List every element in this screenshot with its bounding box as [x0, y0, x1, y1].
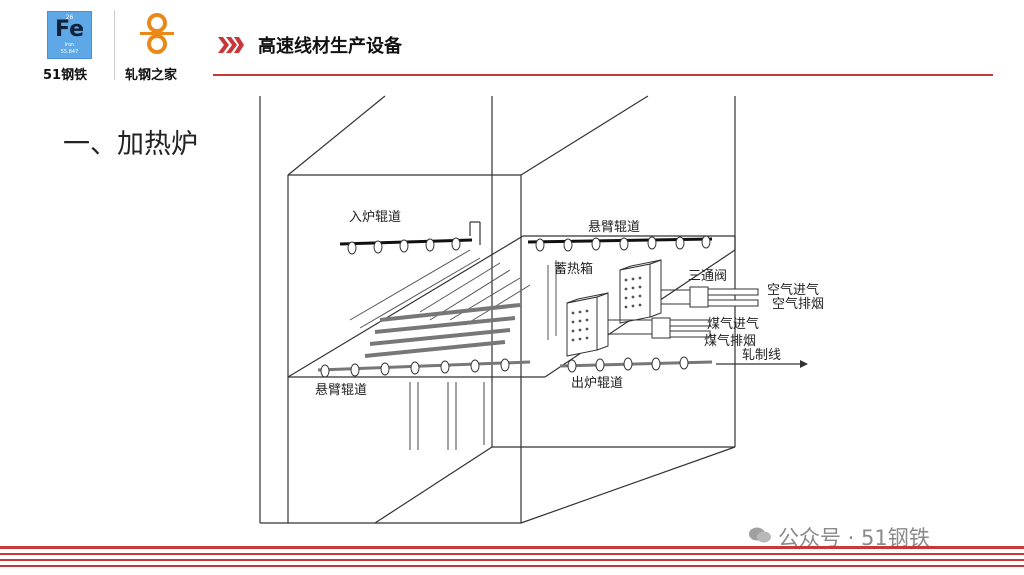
label-air-exhaust: 空气排烟: [772, 296, 824, 312]
label-air-in: 空气进气: [767, 282, 819, 298]
label-entry-roller: 入炉辊道: [349, 210, 401, 225]
fe-atomic-number: 26: [65, 14, 74, 21]
label-cantilever-top: 悬臂辊道: [588, 220, 640, 235]
footer-stripe: [0, 565, 1024, 567]
label-cantilever-bottom: 悬臂辊道: [315, 383, 367, 398]
rolling-logo-icon: [140, 13, 174, 54]
logo-divider: [114, 10, 115, 80]
fe-element-logo: 26 Fe Iron 55.847: [47, 11, 92, 59]
header-divider: [213, 74, 993, 76]
logo-51-label: 51钢铁: [43, 68, 88, 83]
label-rolling-line: 轧制线: [742, 348, 781, 363]
label-regenerator: 蓄热箱: [554, 261, 593, 277]
label-three-way-valve: 三通阀: [688, 269, 727, 284]
section-heading: 一、加热炉: [63, 129, 198, 160]
footer-stripe: [0, 553, 1024, 555]
fe-name: Iron: [64, 42, 75, 48]
wechat-icon: [749, 527, 771, 543]
chevron-right-icon: [218, 37, 244, 53]
logo-rolling-label: 轧钢之家: [125, 68, 178, 83]
footer-stripe: [0, 546, 1024, 549]
fe-symbol: Fe: [54, 17, 85, 42]
label-gas-in: 煤气进气: [707, 316, 759, 332]
fe-weight: 55.847: [60, 49, 79, 55]
footer-stripe: [0, 559, 1024, 561]
label-gas-exhaust: 煤气排烟: [704, 333, 756, 349]
label-exit-roller: 出炉辊道: [571, 376, 623, 391]
page-title: 高速线材生产设备: [258, 36, 402, 57]
